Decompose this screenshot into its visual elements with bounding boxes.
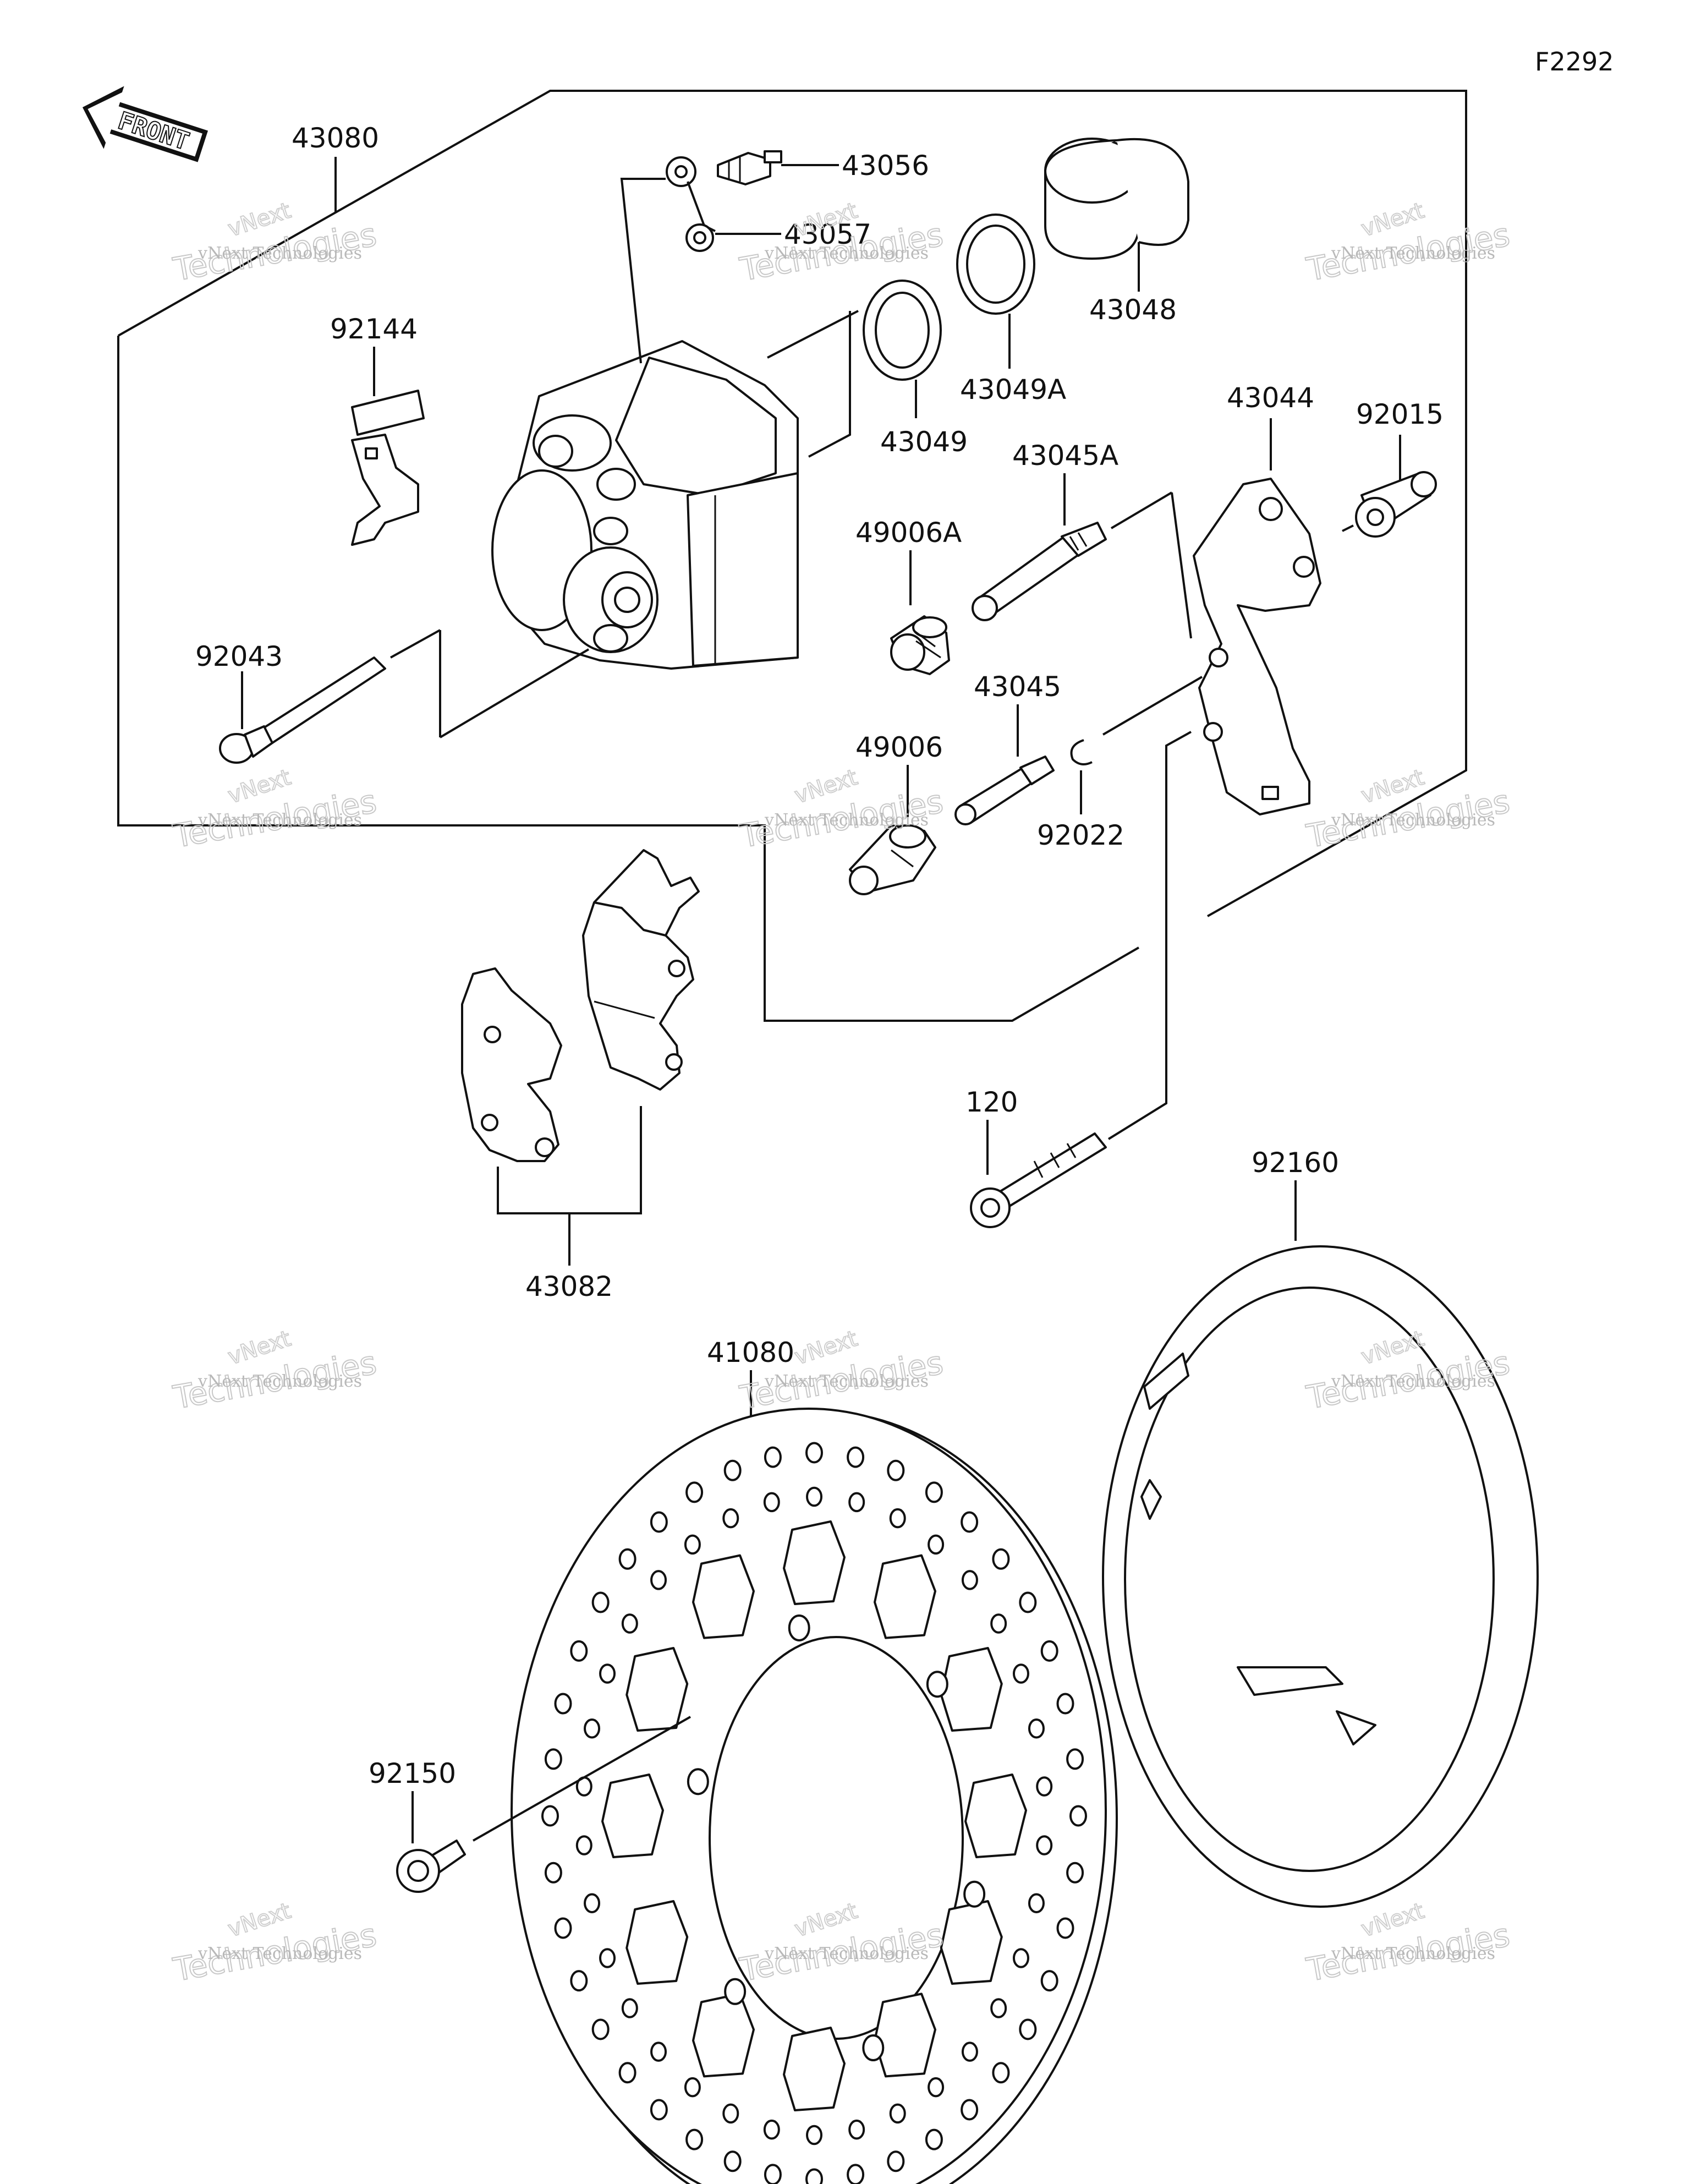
label-92022: 92022 xyxy=(1037,819,1124,851)
piston xyxy=(1044,138,1189,260)
label-92144: 92144 xyxy=(330,313,418,345)
slide-pin xyxy=(219,656,386,764)
label-43049: 43049 xyxy=(880,426,968,458)
brake-disc xyxy=(511,1408,1118,2184)
bleeder-cap xyxy=(666,156,716,252)
label-92043: 92043 xyxy=(195,641,283,672)
slide-pin-b xyxy=(954,756,1055,825)
label-92150: 92150 xyxy=(369,1758,456,1789)
label-120: 120 xyxy=(965,1086,1018,1118)
watermark-small: vNext Technologies xyxy=(1331,244,1495,263)
figure-code: F2292 xyxy=(1535,47,1614,76)
label-92015: 92015 xyxy=(1356,398,1444,430)
caliper-body xyxy=(491,340,799,670)
assembly-outline xyxy=(118,90,1467,917)
slide-pin-a xyxy=(972,522,1107,621)
watermark-small: vNext Technologies xyxy=(197,1372,362,1391)
watermark-small: vNext Technologies xyxy=(764,811,929,830)
watermark-small: vNext Technologies xyxy=(1331,811,1495,830)
snap-ring xyxy=(1070,739,1093,765)
bleeder-valve xyxy=(717,150,782,185)
mounting-bolt xyxy=(970,1132,1107,1228)
front-arrow-icon: FRONT xyxy=(83,86,208,162)
watermark-small: vNext Technologies xyxy=(764,244,929,263)
watermark-small: vNext Technologies xyxy=(764,1372,929,1391)
label-41080: 41080 xyxy=(707,1337,794,1369)
disc-bolt xyxy=(396,1840,466,1893)
label-92160: 92160 xyxy=(1252,1147,1339,1179)
label-43045A: 43045A xyxy=(1012,440,1118,472)
label-49006A: 49006A xyxy=(855,517,962,549)
label-43080: 43080 xyxy=(292,122,379,154)
label-43049A: 43049A xyxy=(960,374,1066,406)
label-43057: 43057 xyxy=(784,218,871,250)
label-43048: 43048 xyxy=(1089,294,1177,326)
dust-boot-a xyxy=(890,615,950,675)
label-49006: 49006 xyxy=(855,731,943,763)
watermark-small: vNext Technologies xyxy=(764,1944,929,1963)
pad-spring xyxy=(351,390,425,546)
collar xyxy=(1355,471,1437,538)
dust-boot-b xyxy=(849,824,936,895)
watermark-small: vNext Technologies xyxy=(197,244,362,263)
label-43045: 43045 xyxy=(974,671,1061,703)
label-43082: 43082 xyxy=(525,1271,613,1302)
watermark-small: vNext Technologies xyxy=(1331,1944,1495,1963)
brake-pad-inner xyxy=(461,967,562,1162)
watermark-small: vNext Technologies xyxy=(1331,1372,1495,1391)
label-43056: 43056 xyxy=(842,150,929,182)
watermark-small: vNext Technologies xyxy=(197,1944,362,1963)
piston-seal xyxy=(863,280,942,381)
brake-pad-outer xyxy=(582,849,700,1091)
label-43044: 43044 xyxy=(1227,382,1314,414)
dust-seal xyxy=(956,214,1035,315)
caliper-bracket xyxy=(1193,478,1321,815)
disc-guard xyxy=(1102,1245,1539,1908)
watermark-small: vNext Technologies xyxy=(197,811,362,830)
